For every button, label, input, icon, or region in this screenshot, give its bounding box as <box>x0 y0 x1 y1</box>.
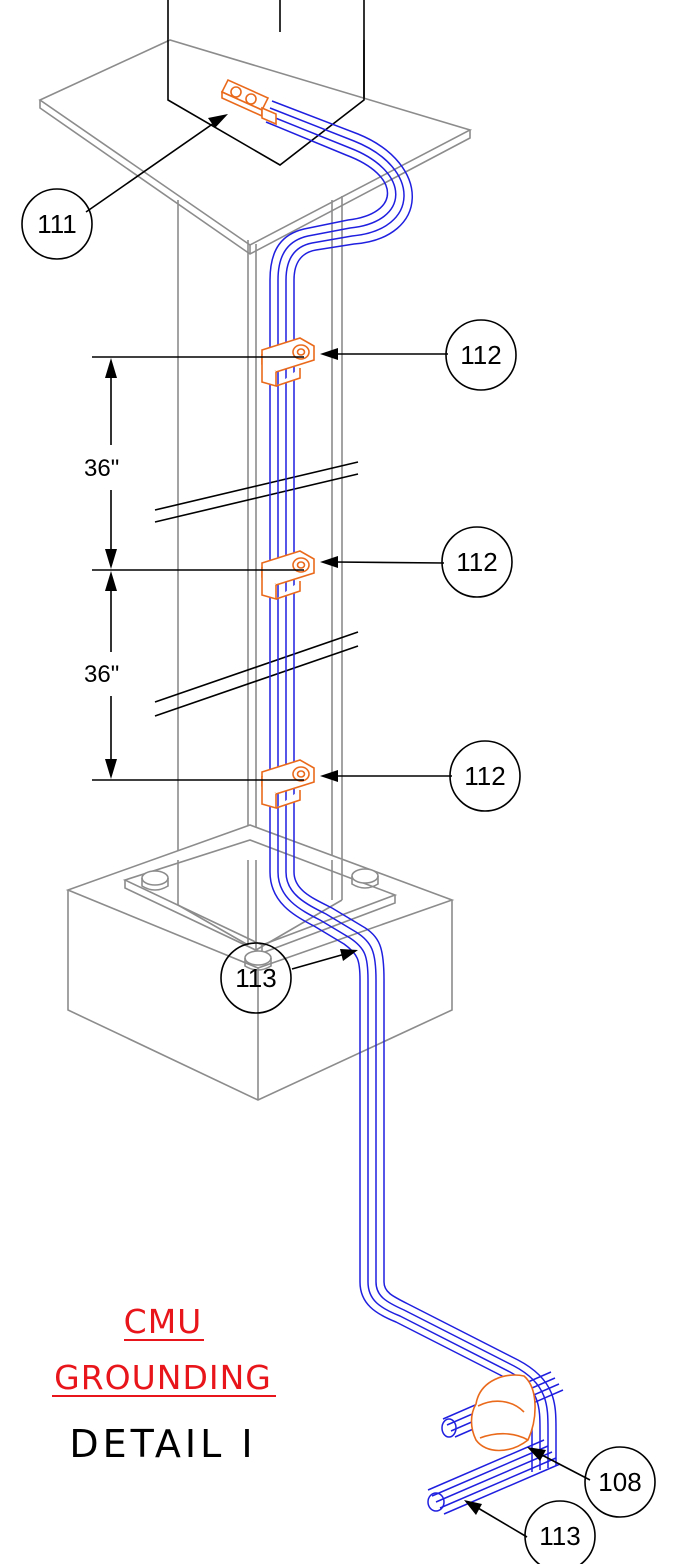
grounding-conductor <box>265 100 557 1472</box>
title-line-grounding: GROUNDING <box>54 1358 272 1397</box>
detail-title: CMU GROUNDING DETAIL I <box>52 1302 276 1466</box>
cap-plate <box>38 39 473 255</box>
c-tap-connector <box>470 1374 536 1452</box>
title-line-detail: DETAIL I <box>69 1422 256 1466</box>
dimension-label-upper: 36" <box>84 455 119 482</box>
callout-112-bottom: 112 <box>449 740 521 812</box>
callout-113-lower: 113 <box>524 1500 596 1564</box>
conductor-clamp <box>261 337 315 388</box>
callout-113-upper: 113 <box>220 942 292 1014</box>
anchor-nut <box>351 868 379 889</box>
callout-111: 111 <box>21 188 93 260</box>
leader-arrows <box>85 114 591 1538</box>
break-lines <box>154 461 359 717</box>
svg-text:108: 108 <box>598 1467 641 1497</box>
title-line-cmu: CMU <box>124 1302 203 1341</box>
anchor-nut <box>244 950 272 971</box>
svg-text:113: 113 <box>539 1521 580 1551</box>
svg-text:113: 113 <box>235 963 276 993</box>
svg-text:112: 112 <box>464 761 505 791</box>
callout-112-top: 112 <box>445 319 517 391</box>
svg-text:112: 112 <box>460 340 501 370</box>
callout-112-middle: 112 <box>441 526 513 598</box>
anchor-nut <box>141 870 169 891</box>
conductor-clamp <box>261 550 315 601</box>
callout-108: 108 <box>584 1446 656 1518</box>
svg-text:111: 111 <box>37 209 77 239</box>
dimension-lines: 36" 36" <box>84 356 304 781</box>
dimension-label-lower: 36" <box>84 661 119 688</box>
svg-text:112: 112 <box>456 547 497 577</box>
conductor-clamp <box>261 759 315 810</box>
ground-lug <box>220 78 277 126</box>
